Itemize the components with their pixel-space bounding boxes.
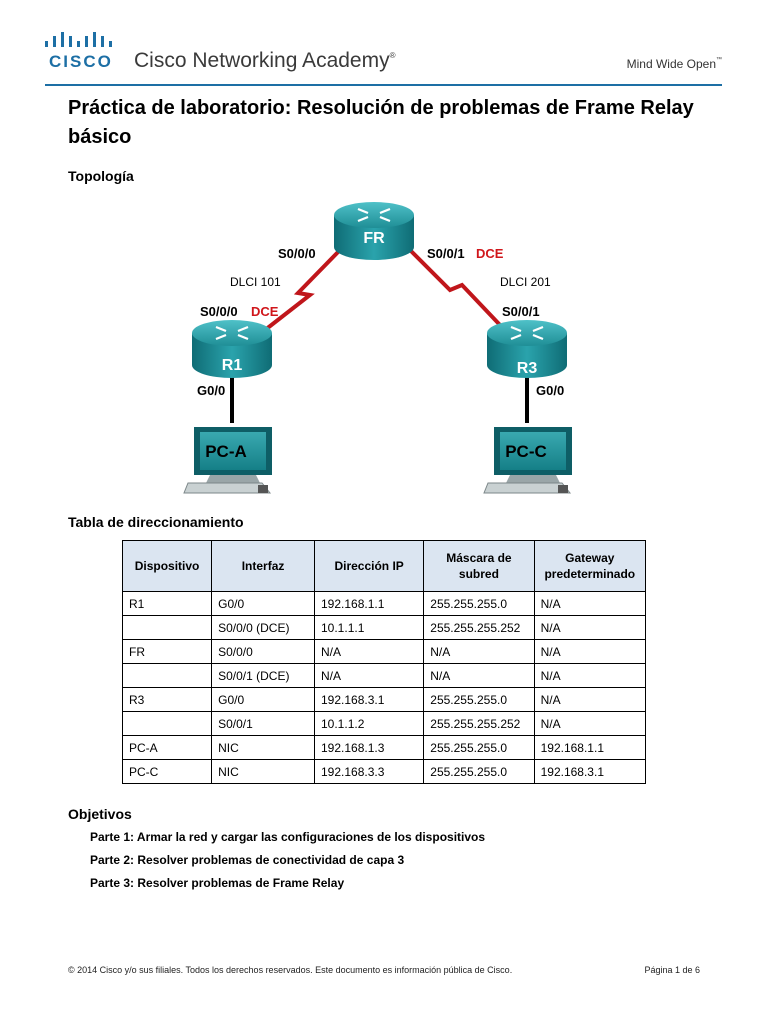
pc-a-icon: PC-A — [183, 427, 272, 494]
table-cell: 192.168.1.1 — [533, 735, 647, 760]
table-cell: 192.168.3.1 — [533, 759, 647, 784]
academy-name: Cisco Networking Academy® — [134, 49, 396, 72]
pc-c-label: PC-C — [505, 442, 547, 461]
objective-item: Parte 2: Resolver problemas de conectivi… — [90, 853, 405, 867]
table-cell: N/A — [533, 639, 647, 664]
table-cell — [121, 615, 213, 640]
table-cell: 10.1.1.1 — [313, 615, 425, 640]
fr-s001-dce-label: DCE — [476, 246, 504, 261]
table-cell: 192.168.3.1 — [313, 687, 425, 712]
topology-heading: Topología — [68, 168, 134, 184]
router-r3-label: R3 — [517, 360, 538, 377]
table-cell: 255.255.255.0 — [423, 735, 535, 760]
table-cell: R3 — [121, 687, 213, 712]
table-cell: 255.255.255.252 — [423, 711, 535, 736]
router-r1-label: R1 — [222, 357, 243, 374]
addressing-heading: Tabla de direccionamiento — [68, 514, 244, 530]
table-cell: S0/0/1 — [211, 711, 315, 736]
table-cell: N/A — [533, 687, 647, 712]
table-cell: N/A — [533, 591, 647, 616]
page-header: CISCO Cisco Networking Academy® Mind Wid… — [0, 0, 768, 90]
table-cell: 255.255.255.252 — [423, 615, 535, 640]
table-cell: N/A — [533, 663, 647, 688]
table-cell: S0/0/1 (DCE) — [211, 663, 315, 688]
table-cell: N/A — [423, 639, 535, 664]
table-cell: S0/0/0 (DCE) — [211, 615, 315, 640]
r1-s000-dce-label: DCE — [251, 304, 279, 319]
column-header: Interfaz — [211, 540, 315, 592]
table-cell: 255.255.255.0 — [423, 687, 535, 712]
column-header: Dispositivo — [121, 540, 213, 592]
table-header-row: Dispositivo Interfaz Dirección IP Máscar… — [121, 540, 647, 592]
objective-item: Parte 3: Resolver problemas de Frame Rel… — [90, 876, 345, 890]
table-cell: 192.168.3.3 — [313, 759, 425, 784]
r1-g00-label: G0/0 — [197, 383, 225, 398]
table-cell: 255.255.255.0 — [423, 591, 535, 616]
fr-s001-label: S0/0/1 — [427, 246, 465, 261]
page-number: Página 1 de 6 — [644, 965, 700, 975]
pc-c-icon: PC-C — [483, 427, 572, 494]
table-cell: 255.255.255.0 — [423, 759, 535, 784]
table-cell: 192.168.1.1 — [313, 591, 425, 616]
table-cell: N/A — [313, 639, 425, 664]
table-cell: 10.1.1.2 — [313, 711, 425, 736]
pc-a-label: PC-A — [205, 442, 247, 461]
r3-g00-label: G0/0 — [536, 383, 564, 398]
r1-s000-label: S0/0/0 — [200, 304, 238, 319]
serial-link-fr-r3 — [408, 248, 502, 327]
topology-diagram: FR R1 R3 PC-A PC-C — [183, 202, 572, 494]
router-r3-icon: R3 — [487, 320, 567, 378]
table-cell: NIC — [211, 735, 315, 760]
table-cell: R1 — [121, 591, 213, 616]
dlci-201-label: DLCI 201 — [500, 275, 551, 289]
header-rule — [45, 84, 722, 86]
objective-item: Parte 1: Armar la red y cargar las confi… — [90, 830, 486, 844]
table-cell: G0/0 — [211, 591, 315, 616]
table-cell: N/A — [533, 615, 647, 640]
fr-s000-label: S0/0/0 — [278, 246, 316, 261]
cisco-wordmark: CISCO — [49, 52, 113, 71]
dlci-101-label: DLCI 101 — [230, 275, 281, 289]
router-fr-label: FR — [363, 230, 385, 247]
table-cell: NIC — [211, 759, 315, 784]
table-cell: FR — [121, 639, 213, 664]
tagline: Mind Wide Open™ — [626, 57, 722, 71]
copyright-text: © 2014 Cisco y/o sus filiales. Todos los… — [68, 965, 513, 975]
table-cell — [121, 663, 213, 688]
table-cell: 192.168.1.3 — [313, 735, 425, 760]
column-header: Máscara de subred — [423, 540, 535, 592]
objectives-heading: Objetivos — [68, 806, 132, 822]
table-cell: N/A — [313, 663, 425, 688]
router-fr-icon: FR — [334, 202, 414, 260]
cisco-logo-icon — [45, 32, 112, 47]
table-cell: N/A — [423, 663, 535, 688]
table-cell — [121, 711, 213, 736]
addressing-table: Dispositivo Interfaz Dirección IP Máscar… — [121, 540, 647, 784]
table-cell: PC-C — [121, 759, 213, 784]
table-cell: S0/0/0 — [211, 639, 315, 664]
serial-link-fr-r1 — [263, 248, 342, 332]
page-title: Práctica de laboratorio: Resolución de p… — [68, 97, 694, 148]
table-cell: N/A — [533, 711, 647, 736]
table-cell: PC-A — [121, 735, 213, 760]
column-header: Gateway predeterminado — [533, 540, 647, 592]
r3-s001-label: S0/0/1 — [502, 304, 540, 319]
table-cell: G0/0 — [211, 687, 315, 712]
router-r1-icon: R1 — [192, 320, 272, 378]
column-header: Dirección IP — [313, 540, 425, 592]
